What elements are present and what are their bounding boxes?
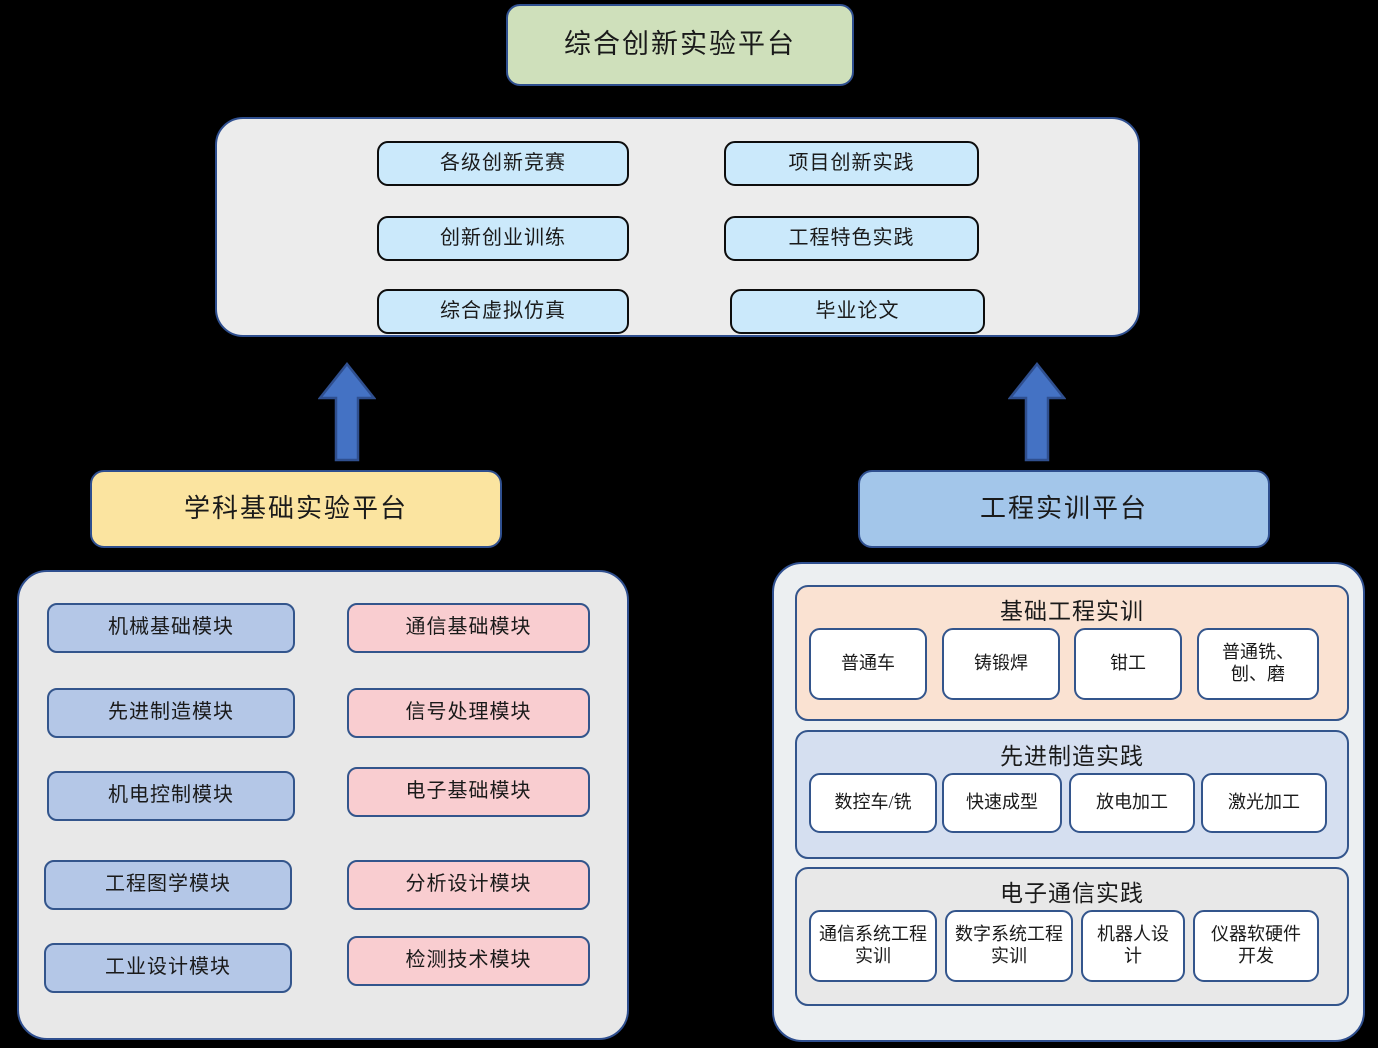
training-group-advanced-item-0[interactable]: 数控车/铣 [809, 773, 937, 833]
innovation-item-4[interactable]: 综合虚拟仿真 [377, 289, 629, 334]
training-group-electronic-item-1[interactable]: 数字系统工程实训 [945, 910, 1073, 982]
training-group-electronic: 电子通信实践 通信系统工程实训 数字系统工程实训 机器人设计 仪器软硬件开发 [795, 867, 1349, 1006]
engineering-training-container: 基础工程实训 普通车 铸锻焊 钳工 普通铣、刨、磨 先进制造实践 数控车/铣 快… [772, 562, 1365, 1042]
training-group-electronic-title: 电子通信实践 [1000, 881, 1144, 906]
discipline-platform-banner[interactable]: 学科基础实验平台 [90, 470, 502, 548]
discipline-electronic-module-0[interactable]: 通信基础模块 [347, 603, 590, 653]
discipline-electronic-module-3[interactable]: 分析设计模块 [347, 860, 590, 910]
training-group-advanced-item-3[interactable]: 激光加工 [1201, 773, 1327, 833]
training-group-electronic-item-0[interactable]: 通信系统工程实训 [809, 910, 937, 982]
discipline-modules-container: 机械基础模块 先进制造模块 机电控制模块 工程图学模块 工业设计模块 通信基础模… [17, 570, 629, 1040]
training-group-advanced-item-2[interactable]: 放电加工 [1069, 773, 1195, 833]
discipline-electronic-module-1[interactable]: 信号处理模块 [347, 688, 590, 738]
innovation-item-3[interactable]: 工程特色实践 [724, 216, 979, 261]
discipline-mechanical-module-0[interactable]: 机械基础模块 [47, 603, 295, 653]
training-group-basic: 基础工程实训 普通车 铸锻焊 钳工 普通铣、刨、磨 [795, 585, 1349, 721]
training-group-advanced-item-1[interactable]: 快速成型 [942, 773, 1062, 833]
training-group-electronic-item-2[interactable]: 机器人设计 [1081, 910, 1185, 982]
training-group-basic-item-2[interactable]: 钳工 [1074, 628, 1182, 700]
discipline-mechanical-module-2[interactable]: 机电控制模块 [47, 771, 295, 821]
innovation-item-5[interactable]: 毕业论文 [730, 289, 985, 334]
training-group-advanced: 先进制造实践 数控车/铣 快速成型 放电加工 激光加工 [795, 730, 1349, 859]
innovation-item-2[interactable]: 创新创业训练 [377, 216, 629, 261]
discipline-electronic-module-4[interactable]: 检测技术模块 [347, 936, 590, 986]
discipline-mechanical-module-3[interactable]: 工程图学模块 [44, 860, 292, 910]
training-group-basic-item-1[interactable]: 铸锻焊 [942, 628, 1060, 700]
discipline-electronic-module-2[interactable]: 电子基础模块 [347, 767, 590, 817]
engineering-platform-banner[interactable]: 工程实训平台 [858, 470, 1270, 548]
discipline-mechanical-module-4[interactable]: 工业设计模块 [44, 943, 292, 993]
training-group-basic-item-3[interactable]: 普通铣、刨、磨 [1197, 628, 1319, 700]
training-group-electronic-item-3[interactable]: 仪器软硬件开发 [1193, 910, 1319, 982]
up-arrow-icon-discipline [317, 361, 377, 462]
training-group-advanced-title: 先进制造实践 [1000, 744, 1144, 769]
top-platform-banner[interactable]: 综合创新实验平台 [506, 4, 854, 86]
discipline-mechanical-module-1[interactable]: 先进制造模块 [47, 688, 295, 738]
up-arrow-icon-engineering [1007, 361, 1067, 462]
innovation-item-1[interactable]: 项目创新实践 [724, 141, 979, 186]
training-group-basic-title: 基础工程实训 [1000, 599, 1144, 624]
training-group-basic-item-0[interactable]: 普通车 [809, 628, 927, 700]
innovation-platform-container: 各级创新竞赛 项目创新实践 创新创业训练 工程特色实践 综合虚拟仿真 毕业论文 [215, 117, 1140, 337]
innovation-item-0[interactable]: 各级创新竞赛 [377, 141, 629, 186]
